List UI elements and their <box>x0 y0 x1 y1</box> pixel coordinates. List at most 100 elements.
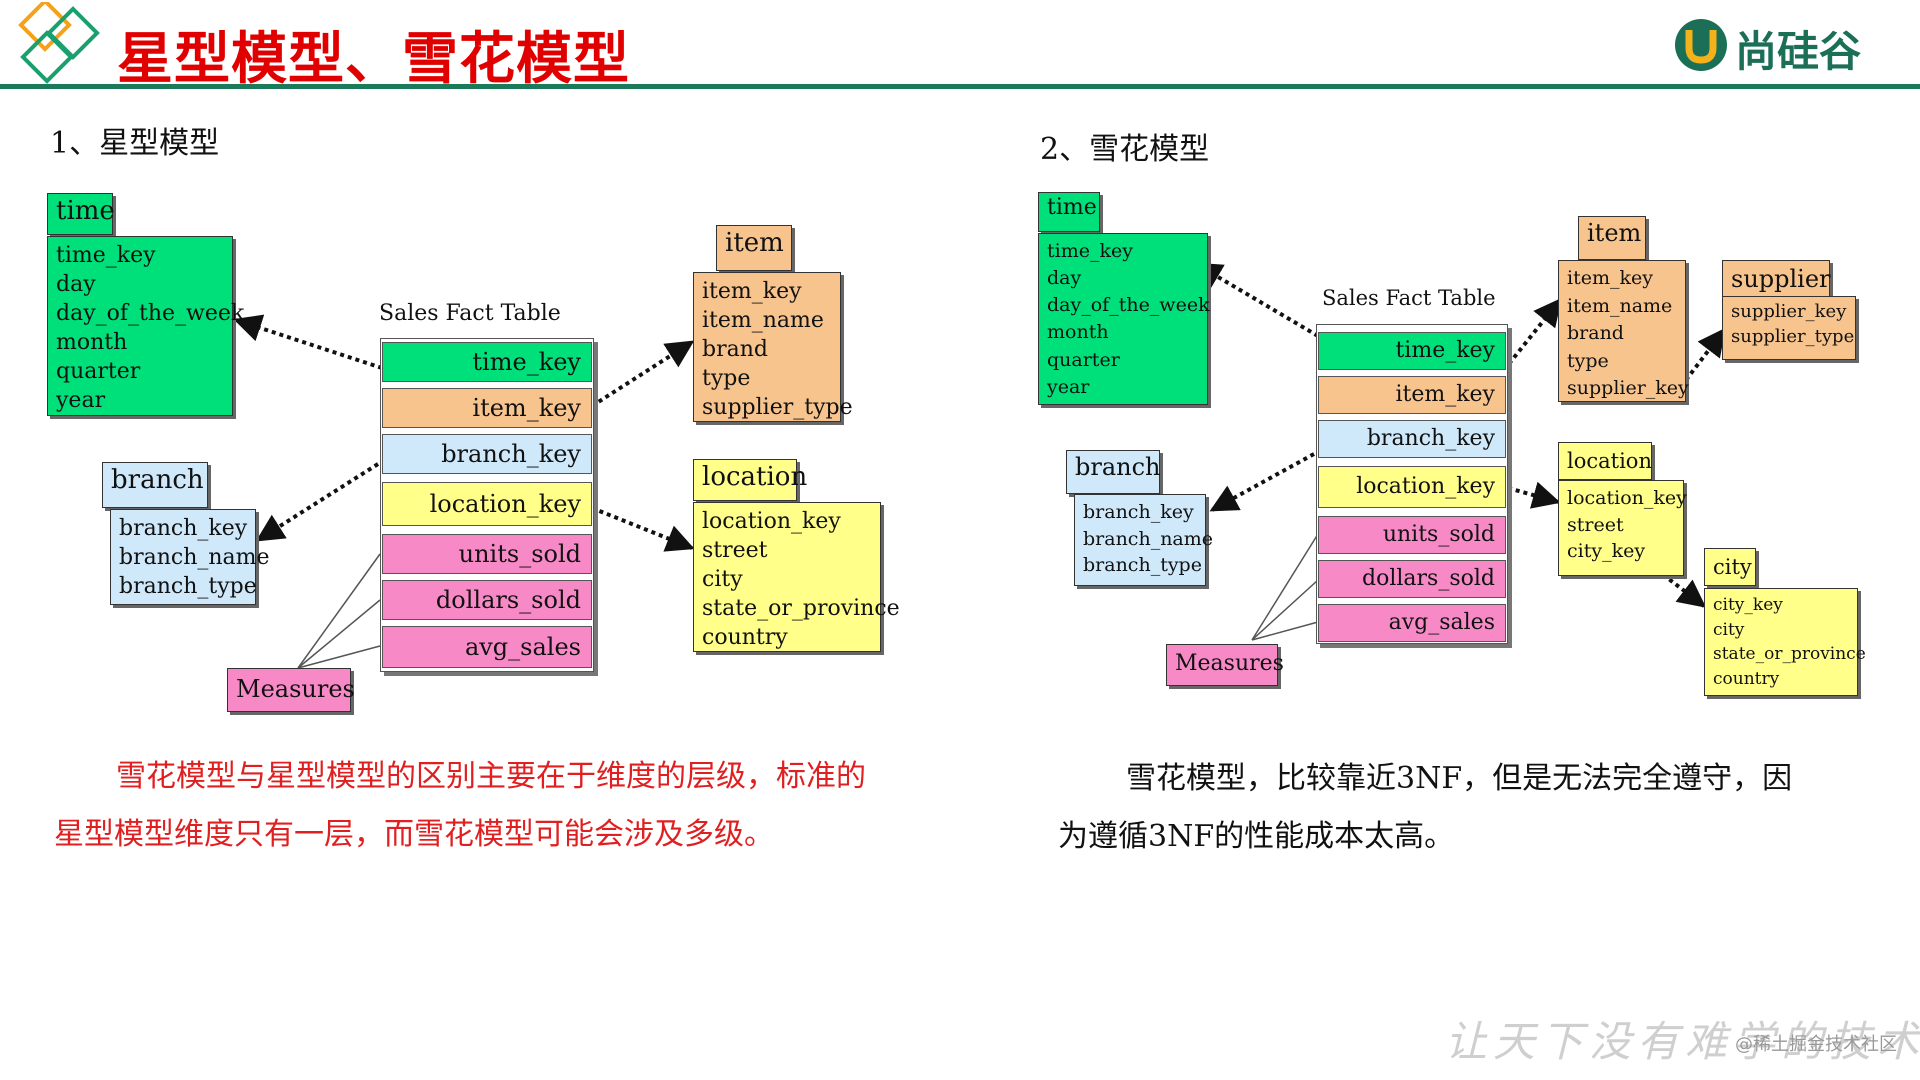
watermark: @稀土掘金技术社区 <box>1735 1034 1897 1055</box>
snow-item-field: item_key <box>1567 267 1653 289</box>
snow-section-title: 2、雪花模型 <box>1040 132 1210 167</box>
star-time-table: time_key day day_of_the_week month quart… <box>47 236 245 416</box>
star-measures-label: Measures <box>227 668 355 712</box>
star-branch-header: branch <box>102 462 208 508</box>
star-item-field: item_key <box>702 279 802 304</box>
snow-time-field: year <box>1047 375 1090 398</box>
snow-measure-line-2 <box>1251 579 1319 641</box>
snow-city-field: country <box>1713 668 1780 689</box>
snow-fact-row: location_key <box>1318 466 1506 508</box>
snow-time-header: time <box>1038 192 1100 232</box>
star-location-field: state_or_province <box>702 596 900 622</box>
snow-branch-table: branch_key branch_name branch_type <box>1074 494 1213 586</box>
snow-supplier-header: supplier <box>1722 260 1831 298</box>
snow-paragraph: 雪花模型，比较靠近3NF，但是无法完全遵守，因 为遵循3NF的性能成本太高。 <box>1058 750 1792 866</box>
star-time-field: time_key <box>56 243 156 268</box>
snow-city-field: city_key <box>1713 595 1783 615</box>
snow-location-field: street <box>1567 513 1624 536</box>
snow-paragraph-line: 雪花模型，比较靠近3NF，但是无法完全遵守，因 <box>1126 761 1793 796</box>
snow-city-header: city <box>1704 548 1756 586</box>
page-title: 星型模型、雪花模型 <box>117 27 630 92</box>
snow-supplier-table: supplier_key supplier_type <box>1722 296 1856 360</box>
snow-time-field: time_key <box>1047 240 1133 262</box>
star-location-field: city <box>702 567 743 593</box>
star-branch-table: branch_key branch_name branch_type <box>110 509 270 605</box>
star-paragraph-line: 雪花模型与星型模型的区别主要在于维度的层级，标准的 <box>116 759 866 794</box>
snow-city-field: state_or_province <box>1713 644 1866 665</box>
snow-location-field: city_key <box>1567 540 1646 563</box>
star-fact-row: units_sold <box>382 534 592 574</box>
star-paragraph-line: 星型模型维度只有一层，而雪花模型可能会涉及多级。 <box>54 817 774 852</box>
star-location-header: location <box>693 459 807 501</box>
star-time-field: day <box>56 272 96 298</box>
snow-link-branch <box>1209 452 1315 512</box>
star-location-field: location_key <box>702 509 841 534</box>
snow-measure-line-1 <box>1251 533 1319 641</box>
star-fact-row: branch_key <box>382 434 592 474</box>
snow-time-field: day_of_the_week <box>1047 294 1210 317</box>
star-item-table: item_key item_name brand type supplier_t… <box>693 272 853 422</box>
star-paragraph: 雪花模型与星型模型的区别主要在于维度的层级，标准的 星型模型维度只有一层，而雪花… <box>54 748 866 864</box>
snow-branch-header: branch <box>1066 450 1161 494</box>
snow-fact-row: avg_sales <box>1318 604 1506 642</box>
star-link-location <box>591 506 695 552</box>
star-branch-field: branch_key <box>119 516 248 541</box>
star-measure-line-3 <box>297 645 381 669</box>
star-fact-caption: Sales Fact Table <box>379 301 561 326</box>
snow-item-field: brand <box>1567 322 1624 345</box>
snow-link-supplier <box>1684 327 1726 382</box>
star-section-title: 1、星型模型 <box>50 126 220 161</box>
star-fact-row: location_key <box>382 482 592 526</box>
snow-fact-row: branch_key <box>1318 420 1506 458</box>
header-divider <box>0 84 1920 89</box>
snow-item-table: item_key item_name brand type supplier_k… <box>1558 260 1689 402</box>
star-time-field: quarter <box>56 359 141 385</box>
snow-item-field: item_name <box>1567 294 1673 317</box>
star-item-header: item <box>716 225 792 271</box>
snow-city-table: city_key city state_or_province country <box>1704 588 1866 696</box>
star-item-field: item_name <box>702 308 824 334</box>
snow-link-time <box>1193 262 1320 338</box>
snow-fact-row: dollars_sold <box>1318 560 1506 598</box>
snow-supplier-field: supplier_type <box>1731 326 1855 348</box>
star-link-branch <box>255 462 380 542</box>
snow-measures-label: Measures <box>1166 644 1284 686</box>
snow-link-location <box>1507 481 1561 509</box>
star-measure-line-1 <box>297 553 381 669</box>
snow-item-field: type <box>1567 349 1609 372</box>
star-link-item <box>590 340 695 408</box>
snow-fact-caption: Sales Fact Table <box>1322 286 1496 310</box>
snow-measure-line-3 <box>1251 621 1319 641</box>
star-branch-field: branch_type <box>119 574 257 600</box>
snow-branch-field: branch_type <box>1083 554 1202 577</box>
snow-paragraph-line: 为遵循3NF的性能成本太高。 <box>1058 819 1455 854</box>
star-time-header: time <box>47 193 115 235</box>
star-location-field: country <box>702 625 788 651</box>
star-time-field: month <box>56 330 128 356</box>
brand-logo-icon <box>1675 19 1727 71</box>
star-fact-row: time_key <box>382 342 592 382</box>
snow-time-field: day <box>1047 267 1082 290</box>
snow-branch-field: branch_key <box>1083 501 1194 523</box>
snow-fact-row: item_key <box>1318 376 1506 414</box>
snow-supplier-field: supplier_key <box>1731 301 1847 322</box>
snow-location-field: location_key <box>1567 487 1687 509</box>
star-fact-row: item_key <box>382 388 592 428</box>
snow-city-field: city <box>1713 619 1745 640</box>
snow-time-table: time_key day day_of_the_week month quart… <box>1038 233 1210 405</box>
snow-item-header: item <box>1578 216 1646 260</box>
star-fact-row: dollars_sold <box>382 580 592 620</box>
brand-name: 尚硅谷 <box>1735 27 1862 76</box>
star-item-field: brand <box>702 337 768 363</box>
star-branch-field: branch_name <box>119 545 270 571</box>
star-time-field: day_of_the_week <box>56 301 245 327</box>
star-link-time <box>233 314 383 370</box>
star-measure-line-2 <box>297 599 381 669</box>
footer-slogan: 让天下没有难学的技术 <box>1445 1017 1920 1066</box>
star-item-field: type <box>702 366 751 392</box>
star-location-table: location_key street city state_or_provin… <box>693 502 900 652</box>
star-location-field: street <box>702 538 768 564</box>
snow-item-field: supplier_key <box>1567 377 1689 400</box>
snow-time-field: month <box>1047 321 1109 344</box>
